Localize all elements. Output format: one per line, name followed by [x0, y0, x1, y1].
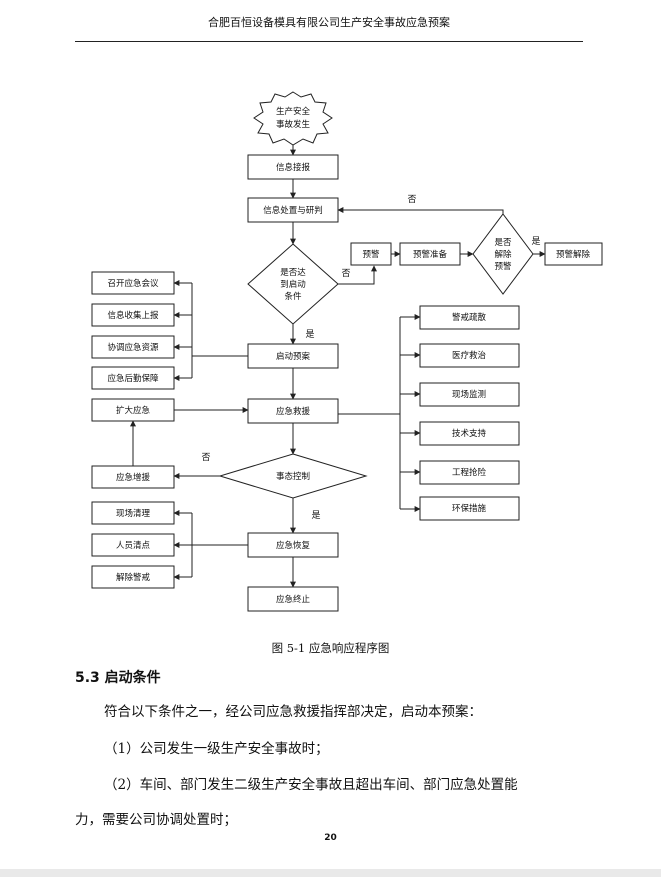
page-header: 合肥百恒设备模具有限公司生产安全事故应急预案: [208, 16, 450, 29]
right-box-2-label: 医疗救治: [452, 350, 487, 361]
rescue-label: 应急救援: [276, 406, 311, 417]
warning-prep-label: 预警准备: [413, 249, 448, 260]
start-burst: [253, 91, 333, 146]
yes-label-start: 是: [305, 329, 314, 340]
right-box-1-label: 警戒疏散: [452, 312, 487, 323]
paragraph-3: （2）车间、部门发生二级生产安全事故且超出车间、部门应急处置能: [104, 777, 518, 793]
start-label-1: 生产安全: [276, 106, 311, 117]
decision-start-label-3: 条件: [284, 291, 302, 302]
paragraph-1: 符合以下条件之一，经公司应急救援指挥部决定，启动本预案：: [104, 704, 482, 720]
warning-label: 预警: [362, 249, 380, 260]
termination-box: [247, 586, 339, 612]
paragraph-2: （1）公司发生一级生产安全事故时；: [104, 741, 329, 757]
launch-plan-box: [247, 343, 339, 369]
situation-control-label: 事态控制: [276, 471, 310, 482]
header-rule: [75, 41, 583, 42]
figure-caption: 图 5-1 应急响应程序图: [271, 641, 390, 655]
expand-label: 扩大应急: [116, 405, 151, 416]
left-box-1-label: 召开应急会议: [107, 278, 159, 289]
decision-lift-label-3: 预警: [494, 261, 512, 272]
decision-start-label-2: 到启动: [280, 279, 306, 290]
left-bottom-box-2-label: 人员清点: [116, 540, 151, 551]
left-box-2-label: 信息收集上报: [107, 310, 159, 321]
right-box-6-label: 环保措施: [452, 503, 487, 514]
decision-lift-label-1: 是否: [494, 238, 512, 248]
right-box-5-label: 工程抢险: [452, 467, 487, 478]
left-box-3-label: 协调应急资源: [107, 342, 159, 353]
recovery-label: 应急恢复: [276, 540, 311, 551]
info-process-label: 信息处置与研判: [263, 205, 323, 216]
info-report-label: 信息接报: [276, 162, 311, 173]
warning-lift-box: [544, 242, 603, 266]
recovery-box: [247, 532, 339, 558]
left-box-4-label: 应急后勤保障: [107, 373, 159, 384]
yes-label-lift: 是: [531, 236, 540, 247]
warning-lift-label: 预警解除: [556, 249, 591, 260]
no-label-lift: 否: [407, 194, 416, 205]
page-number: 20: [324, 833, 337, 843]
launch-plan-label: 启动预案: [276, 351, 311, 362]
info-report-box: [247, 154, 339, 180]
left-bottom-box-3-label: 解除警戒: [116, 572, 151, 583]
termination-label: 应急终止: [276, 594, 311, 605]
decision-start-label-1: 是否达: [280, 267, 306, 278]
right-box-3-label: 现场监测: [452, 389, 486, 400]
no-label-start: 否: [341, 268, 350, 279]
yes-label-control: 是: [311, 510, 320, 521]
decision-lift-diamond: [472, 213, 534, 295]
left-bottom-box-1-label: 现场清理: [116, 508, 151, 519]
no-label-control: 否: [201, 452, 210, 463]
emergency-response-flowchart: 生产安全 事故发生 信息接报 信息处置与研判 是否达 到启动 条件 否 预警 预…: [91, 91, 603, 612]
decision-lift-label-2: 解除: [494, 249, 512, 260]
right-box-4-label: 技术支持: [452, 428, 487, 439]
paragraph-4: 力，需要公司协调处置时；: [75, 812, 237, 828]
reinforce-label: 应急增援: [116, 472, 151, 483]
start-label-2: 事故发生: [276, 119, 311, 130]
section-heading: 5.3 启动条件: [75, 670, 161, 686]
page-bottom-edge: [0, 869, 661, 877]
